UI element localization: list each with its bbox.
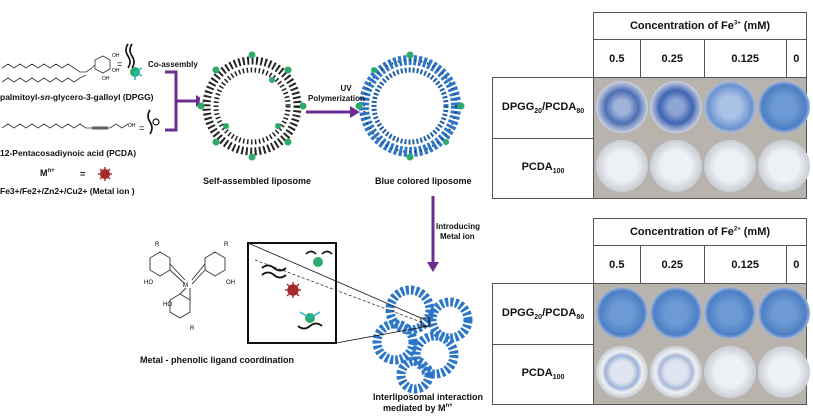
fe2-well-photo — [593, 283, 810, 405]
well-clear — [650, 140, 702, 192]
svg-text:OH: OH — [102, 76, 110, 82]
well-blue — [758, 81, 810, 133]
svg-text:=: = — [139, 123, 144, 133]
mediated-label: mediated by Mn+ — [383, 403, 453, 413]
blank-corner — [493, 246, 594, 284]
fe2-header: Concentration of Fe2+ (mM) — [593, 218, 807, 246]
svg-text:R: R — [224, 242, 229, 248]
well-blue — [704, 287, 756, 339]
fe3-well-photo — [593, 77, 810, 199]
polymerization-label: Polymerization — [308, 94, 365, 103]
schematic-canvas: OH OH OH = OH = — [1, 43, 473, 394]
coordination-label: Metal - phenolic ligand coordination — [140, 355, 295, 365]
svg-text:=: = — [117, 59, 122, 69]
uv-arrow — [306, 106, 360, 118]
pcda-icon — [147, 109, 160, 135]
dpgg-label: palmitoyl-sn-glycero-3-galloyl (DPGG) — [0, 92, 154, 102]
conc-cell: 0.5 — [593, 245, 641, 284]
well-blue-spotted — [596, 81, 648, 133]
metal-equals: = — [80, 169, 86, 179]
self-assembled-liposome — [197, 51, 307, 161]
svg-text:OH: OH — [226, 280, 235, 286]
row-label-dpgg: DPGG20/PCDA80 — [492, 283, 594, 345]
blank-corner — [493, 40, 594, 78]
blank-corner — [493, 13, 594, 40]
well-clear — [704, 346, 756, 398]
aggregated-liposomes — [372, 285, 473, 394]
row-label-pcda: PCDA100 — [492, 137, 594, 199]
well-clear — [758, 140, 810, 192]
metal-ion-icon — [98, 167, 112, 181]
well-clear-flecks — [650, 346, 702, 398]
fe3-header: Concentration of Fe3+ (mM) — [593, 12, 807, 40]
conc-cell: 0.125 — [703, 245, 787, 284]
pcda-structure — [1, 123, 129, 130]
well-clear-flecks — [596, 346, 648, 398]
conc-cell: 0.25 — [639, 245, 705, 284]
uv-label: UV — [340, 84, 352, 93]
dpgg-structure — [1, 55, 111, 83]
well-blue — [758, 287, 810, 339]
svg-text:HO: HO — [144, 280, 153, 286]
co-assembly-arrow — [165, 70, 196, 132]
conc-cell: 0.125 — [703, 39, 787, 78]
well-blue-light — [704, 81, 756, 133]
fe3-table: Concentration of Fe3+ (mM) 0.5 0.25 0.12… — [492, 12, 810, 199]
blue-liposome — [355, 51, 465, 161]
metal-symbol: Mn+ — [40, 168, 55, 178]
svg-text:OH: OH — [112, 68, 120, 74]
row-label-pcda: PCDA100 — [492, 343, 594, 405]
svg-text:OH: OH — [112, 53, 120, 59]
svg-text:M: M — [183, 283, 188, 289]
well-blue — [596, 287, 648, 339]
well-blue-spotted — [650, 81, 702, 133]
well-clear — [596, 140, 648, 192]
blank-corner — [493, 219, 594, 246]
svg-text:R: R — [155, 242, 160, 248]
svg-text:OH: OH — [128, 123, 136, 129]
blue-liposome-label: Blue colored liposome — [375, 176, 472, 186]
introducing-label: Introducing — [436, 222, 480, 231]
metal-ions-label: Fe3+/Fe2+/Zn2+/Cu2+ (Metal ion ) — [0, 186, 135, 196]
pcda-label: 12-Pentacosadiynoic acid (PCDA) — [0, 148, 137, 158]
introducing-arrow — [427, 196, 439, 272]
self-assembled-label: Self-assembled liposome — [203, 176, 312, 186]
fe2-table: Concentration of Fe2+ (mM) 0.5 0.25 0.12… — [492, 218, 810, 405]
well-clear — [758, 346, 810, 398]
row-label-dpgg: DPGG20/PCDA80 — [492, 77, 594, 139]
interliposomal-label: Interliposomal interaction — [373, 392, 484, 402]
conc-cell: 0.25 — [639, 39, 705, 78]
svg-text:HO: HO — [163, 302, 172, 308]
metal-phenolic-complex — [149, 251, 226, 319]
conc-cell: 0 — [785, 245, 808, 284]
svg-text:R: R — [190, 326, 195, 332]
zoom-box — [247, 242, 430, 344]
metal-ion-label: Metal ion — [440, 232, 475, 241]
conc-cell: 0 — [785, 39, 808, 78]
conc-cell: 0.5 — [593, 39, 641, 78]
well-blue — [650, 287, 702, 339]
dpgg-icon — [125, 43, 143, 80]
well-clear — [704, 140, 756, 192]
co-assembly-label: Co-assembly — [148, 60, 198, 69]
